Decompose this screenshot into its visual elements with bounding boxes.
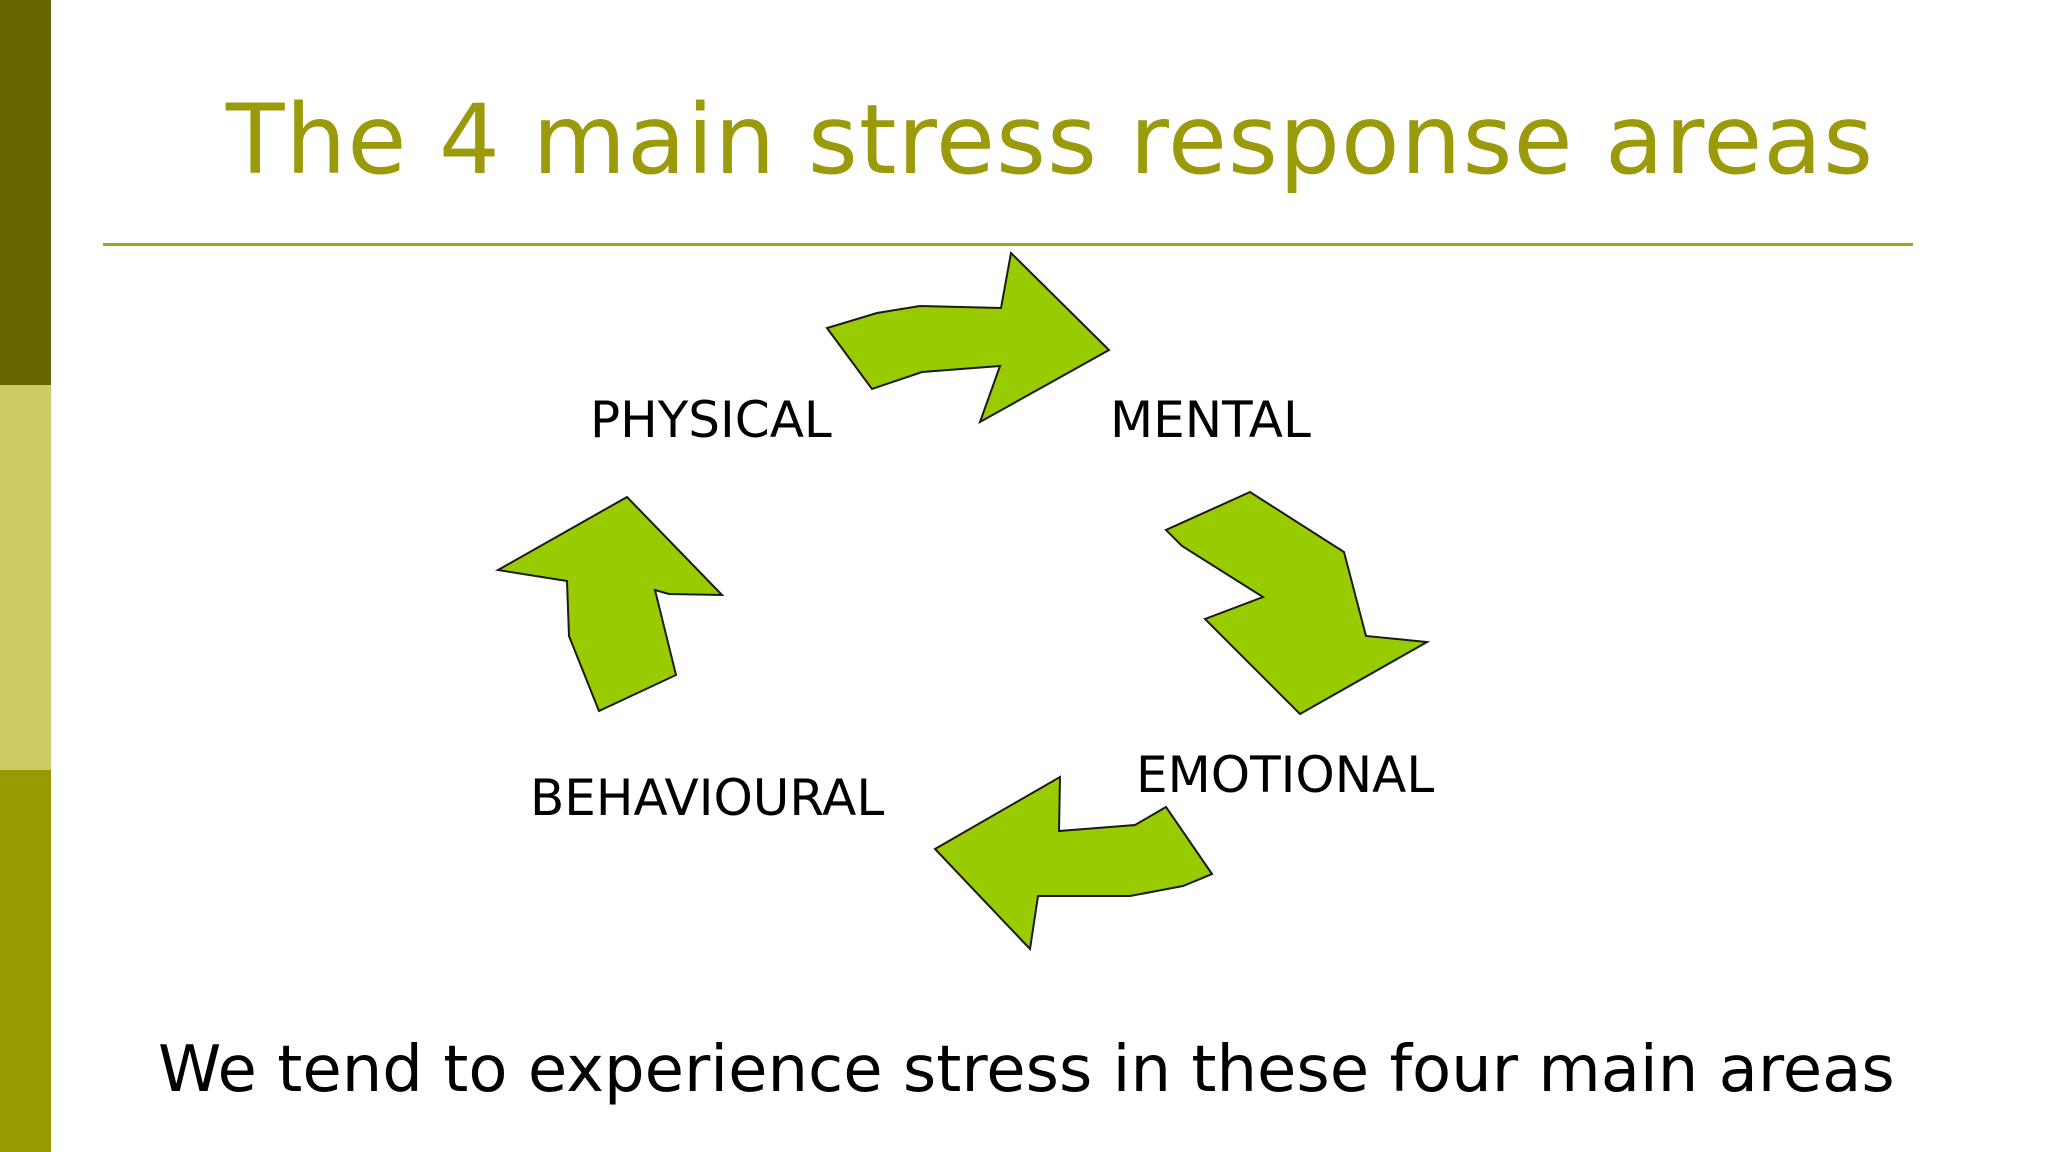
slide-title: The 4 main stress response areas xyxy=(225,84,1875,196)
slide-caption: We tend to experience stress in these fo… xyxy=(158,1033,1895,1107)
node-mental: MENTAL xyxy=(1110,391,1311,449)
sidebar-stripe-top xyxy=(0,0,51,385)
node-emotional: EMOTIONAL xyxy=(1136,746,1435,804)
arrow-emotional-to-behavioural xyxy=(933,775,1214,952)
sidebar-stripe-bottom xyxy=(0,770,51,1152)
arrow-physical-to-mental xyxy=(825,250,1111,425)
node-physical: PHYSICAL xyxy=(590,391,832,449)
node-behavioural: BEHAVIOURAL xyxy=(530,769,885,827)
arrow-behavioural-to-physical xyxy=(495,495,725,713)
sidebar-stripe-middle xyxy=(0,385,51,770)
arrow-mental-to-emotional xyxy=(1164,490,1431,716)
title-divider xyxy=(103,243,1913,246)
